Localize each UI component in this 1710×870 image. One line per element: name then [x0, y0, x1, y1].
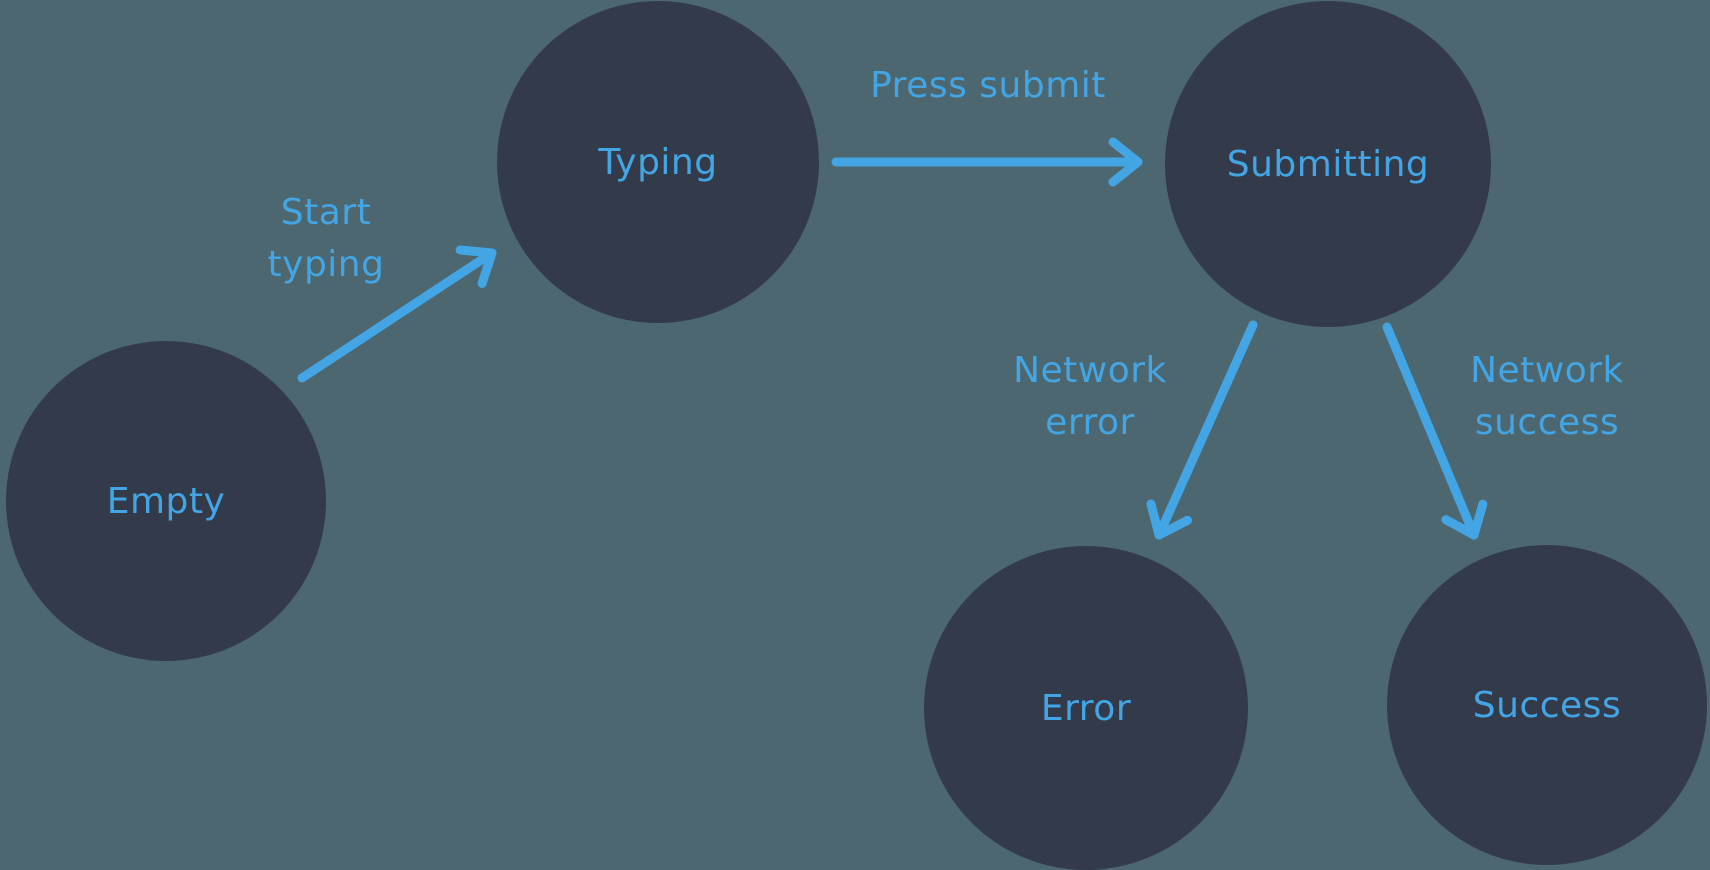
transition-label-network-success: Network success — [1470, 349, 1624, 443]
state-label-typing: Typing — [598, 141, 718, 183]
state-label-submitting: Submitting — [1226, 143, 1430, 185]
state-node-submitting: Submitting — [1165, 1, 1491, 327]
transition-arrow-start-typing — [297, 245, 497, 383]
transition-arrow-network-error — [1146, 320, 1258, 540]
state-node-typing: Typing — [497, 1, 819, 323]
state-node-success: Success — [1387, 545, 1707, 865]
state-label-empty: Empty — [106, 480, 226, 522]
transition-label-press-submit: Press submit — [870, 64, 1106, 106]
state-label-success: Success — [1472, 684, 1622, 726]
state-node-empty: Empty — [6, 341, 326, 661]
transition-label-start-typing: Start typing — [267, 191, 385, 285]
transition-arrow-network-success — [1382, 322, 1488, 540]
state-label-error: Error — [1040, 687, 1132, 729]
state-node-error: Error — [924, 546, 1248, 870]
transition-label-network-error: Network error — [1013, 349, 1167, 443]
